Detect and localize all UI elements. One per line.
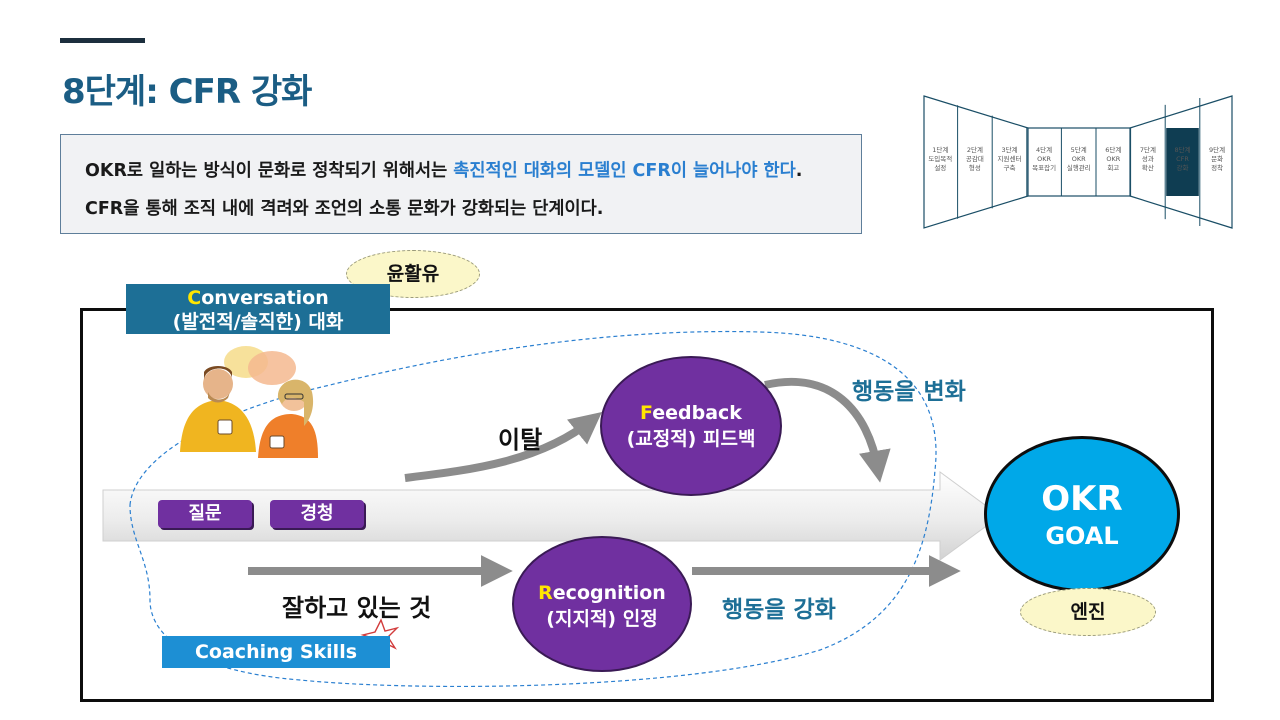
stage-1-text-0: 1단계 — [932, 145, 948, 154]
deviation-label: 이탈 — [498, 426, 543, 454]
stage-1-text-1: 도입목적 — [928, 155, 952, 163]
conversation-subtitle: (발전적/솔직한) 대화 — [172, 311, 344, 333]
page-title: 8단계: CFR 강화 — [62, 72, 312, 112]
stage-9-text-1: 문화 — [1211, 155, 1223, 163]
conversation-rest: onversation — [201, 287, 329, 309]
stage-3-text-2: 구축 — [1004, 163, 1016, 172]
feedback-circle: Feedback (교정적) 피드백 — [600, 356, 782, 496]
conversation-dashed-loop — [129, 330, 937, 688]
cfr-diagram-frame — [80, 308, 1214, 702]
stage-7-text-2: 확산 — [1142, 163, 1154, 172]
deviation-arrow — [404, 411, 602, 482]
stage-8-text-0: 8단계 — [1174, 145, 1190, 154]
description-highlight: 촉진적인 대화의 모델인 CFR이 늘어나야 한다 — [453, 161, 796, 181]
stage-9-text-2: 정착 — [1211, 163, 1223, 172]
stage-9-text-0: 9단계 — [1209, 145, 1225, 154]
stage-4-text-0: 4단계 — [1036, 145, 1052, 154]
stage-5-text-2: 실행관리 — [1067, 163, 1091, 172]
stage-2-text-2: 형성 — [969, 163, 981, 172]
reinforce-behavior-label: 행동을 강화 — [722, 597, 836, 623]
stage-2-text-1: 공감대 — [966, 155, 984, 163]
recognition-subtitle: (지지적) 인정 — [546, 608, 658, 630]
stage-4-text-2: 목표잡기 — [1032, 163, 1056, 172]
change-behavior-label: 행동을 변화 — [852, 379, 966, 405]
listening-tag: 경청 — [270, 500, 364, 528]
title-accent-bar — [60, 38, 145, 43]
feedback-title: Feedback — [602, 400, 780, 426]
stage-7-text-1: 성과 — [1142, 154, 1154, 163]
okr-goal-subtitle: GOAL — [1045, 522, 1119, 550]
conversation-people-icon — [180, 346, 318, 458]
recognition-rest: ecognition — [552, 582, 666, 604]
stage-1-text-2: 설정 — [934, 163, 946, 172]
change-behavior-arrow — [764, 377, 891, 483]
engine-bubble: 엔진 — [1020, 588, 1156, 636]
okr-goal-circle: OKR GOAL — [984, 436, 1180, 592]
conversation-label-box: Conversation (발전적/솔직한) 대화 — [126, 284, 390, 334]
stage-6-text-0: 6단계 — [1105, 145, 1121, 154]
stage-8-text-2: 강화 — [1177, 163, 1189, 172]
doing-well-label: 잘하고 있는 것 — [282, 594, 432, 622]
stage-2-text-0: 2단계 — [967, 145, 983, 154]
stage-5-text-1: OKR — [1072, 155, 1086, 163]
feedback-initial: F — [640, 402, 653, 424]
coaching-skills-box: Coaching Skills — [162, 636, 390, 668]
recognition-title: Recognition — [514, 580, 690, 606]
stage-7-text-0: 7단계 — [1140, 145, 1156, 154]
description-text-end: . CFR을 통해 조직 내에 격려와 조언의 소통 문화가 강화되는 단계이다… — [85, 161, 803, 219]
stage-funnel-diagram: 1단계도입목적설정2단계공감대형성3단계지원센터구축4단계OKR목표잡기5단계O… — [923, 95, 1233, 229]
stage-8-text-1: CFR — [1176, 155, 1189, 163]
stage-4-text-1: OKR — [1037, 155, 1051, 163]
stage-5-text-0: 5단계 — [1071, 145, 1087, 154]
description-box: OKR로 일하는 방식이 문화로 정착되기 위해서는 촉진적인 대화의 모델인 … — [60, 134, 862, 234]
main-progress-arrow — [102, 471, 1001, 561]
okr-goal-title: OKR — [1041, 479, 1123, 519]
feedback-rest: eedback — [652, 402, 742, 424]
feedback-subtitle: (교정적) 피드백 — [626, 428, 756, 450]
stage-6-text-2: 회고 — [1107, 164, 1119, 172]
recognition-circle: Recognition (지지적) 인정 — [512, 536, 692, 672]
question-tag: 질문 — [158, 500, 252, 528]
conversation-title: Conversation — [126, 286, 390, 310]
description-text: OKR로 일하는 방식이 문화로 정착되기 위해서는 — [85, 161, 454, 181]
conversation-initial: C — [187, 287, 202, 309]
stage-6-text-1: OKR — [1106, 155, 1120, 163]
stage-3-text-0: 3단계 — [1001, 145, 1017, 154]
stage-3-text-1: 지원센터 — [998, 154, 1022, 163]
recognition-initial: R — [538, 582, 553, 604]
